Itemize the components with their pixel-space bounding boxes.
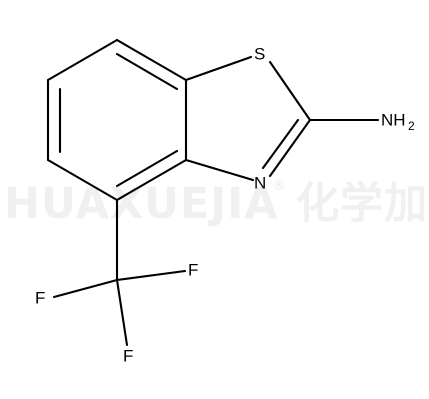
bond-n3-c3a [184, 158, 255, 182]
bond-c7a-c7 [115, 38, 188, 82]
watermark-cjk: 化学加 [296, 179, 428, 229]
bond-c5-c4 [46, 158, 119, 202]
watermark-mark: ® [272, 178, 287, 194]
atom-fluorine-1-label: F [188, 260, 198, 279]
atom-amine-subscript: 2 [408, 119, 415, 133]
bond-c2-n3-inner [261, 118, 300, 170]
benzene-ring [46, 38, 188, 202]
bond-c7a-s [184, 55, 253, 82]
bond-c4-c3a-inner [115, 149, 179, 188]
bond-cf3-f3 [115, 278, 129, 347]
atom-sulfur-label: S [254, 44, 265, 63]
thiazole-ring [184, 55, 312, 182]
atom-ring-nitrogen-label: N [254, 173, 266, 192]
bond-c4-c3a [115, 158, 188, 202]
atom-fluorine-3-label: F [123, 346, 133, 365]
bond-s-c2 [268, 60, 312, 122]
bond-c7a-c7-inner [115, 52, 179, 91]
bond-c7-c6 [46, 38, 119, 82]
bond-cf3-f1 [115, 269, 187, 282]
atom-amine-label: NH [381, 110, 406, 129]
atom-fluorine-2-label: F [35, 288, 45, 307]
cf3-group [52, 198, 187, 347]
bond-cf3-f2 [52, 278, 119, 299]
bond-c2-n3 [268, 118, 312, 178]
watermark: HUAXUEJIA ® 化学加 [4, 178, 428, 229]
